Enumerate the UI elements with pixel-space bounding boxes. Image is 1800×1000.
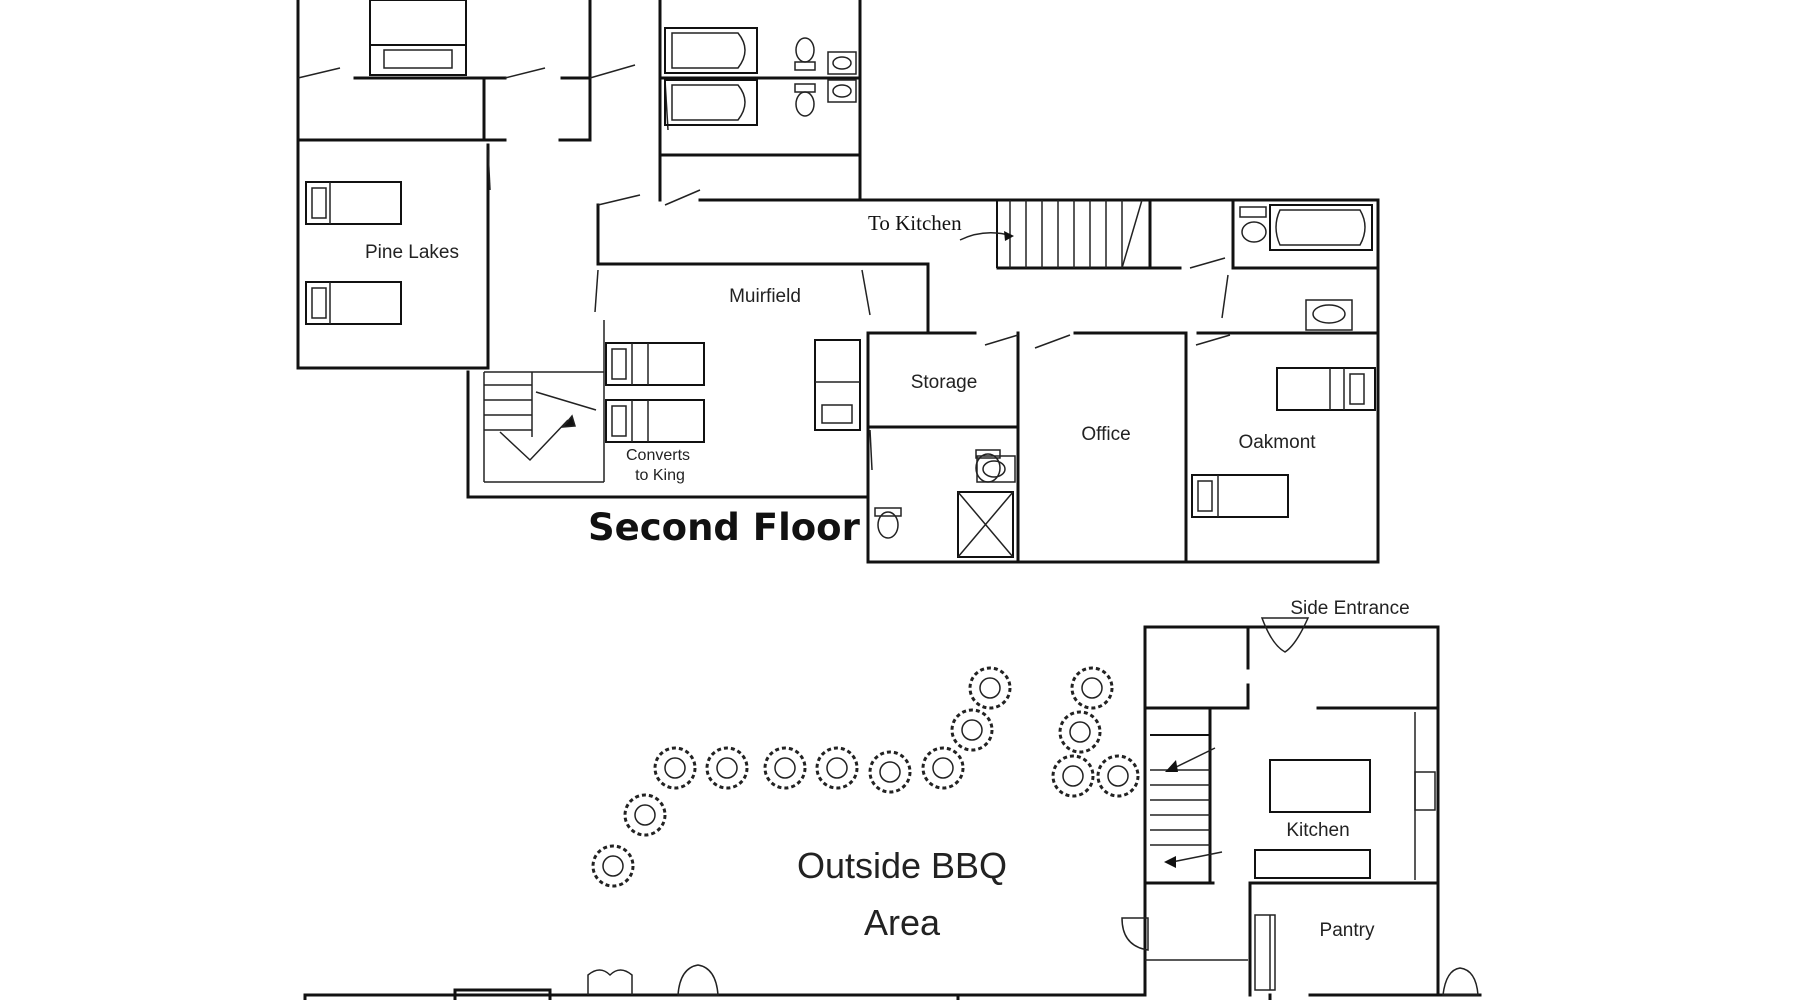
ground-floor-walls (303, 625, 1482, 1000)
sink-icon (1305, 299, 1353, 331)
room-label-pine-lakes: Pine Lakes (365, 242, 459, 263)
room-label-storage: Storage (911, 372, 978, 393)
bed-pine-lakes-1-icon (305, 181, 402, 225)
staircase-to-kitchen (959, 199, 1143, 269)
beds (305, 0, 1376, 518)
door-swings (297, 64, 1231, 471)
room-label-kitchen: Kitchen (1286, 820, 1349, 841)
tree-row (591, 666, 1140, 888)
bathtub-icon (664, 79, 758, 126)
bed-oakmont-1-icon (1276, 367, 1376, 411)
bed-pine-lakes-2-icon (305, 281, 402, 325)
note-converts-line2: to King (635, 467, 685, 484)
room-label-pantry: Pantry (1320, 920, 1375, 941)
side-entrance-door-icon (1260, 617, 1310, 653)
sink-icon (976, 455, 1016, 483)
bed-muirfield-1-icon (605, 342, 705, 386)
kitchen-fixtures (1145, 759, 1371, 961)
second-floor-walls (296, 0, 1380, 564)
staircase-ground-floor (1150, 734, 1223, 868)
bath-fixtures (664, 27, 1373, 558)
tree-icon (1096, 754, 1140, 798)
shower-icon (957, 491, 1014, 558)
sink-icon (827, 79, 857, 103)
tree-icon (653, 746, 697, 790)
exterior-doors (587, 617, 1479, 996)
tree-icon (1058, 710, 1102, 754)
kitchen-counter (1254, 849, 1371, 879)
bed-muirfield-2-icon (605, 399, 705, 443)
toilet-icon (1239, 206, 1267, 243)
stair-label-to-kitchen: To Kitchen (868, 211, 962, 235)
toilet-icon (874, 507, 902, 539)
note-converts-line1: Converts (626, 447, 690, 464)
tree-icon (1070, 666, 1114, 710)
room-label-office: Office (1081, 424, 1130, 445)
tree-icon (868, 750, 912, 794)
tree-icon (623, 793, 667, 837)
floor-title: Second Floor (588, 506, 861, 549)
staircase-second-floor (484, 384, 597, 462)
tree-icon (591, 844, 635, 888)
kitchen-island (1269, 759, 1371, 813)
room-label-oakmont: Oakmont (1238, 432, 1316, 453)
bathtub-icon (1269, 204, 1373, 251)
tree-icon (1051, 754, 1095, 798)
label-side-entrance: Side Entrance (1290, 598, 1409, 619)
area-label-bbq-line1: Outside BBQ (797, 845, 1007, 886)
tree-icon (705, 746, 749, 790)
room-label-muirfield: Muirfield (729, 286, 801, 307)
tree-icon (921, 746, 965, 790)
bed-top-room-icon (369, 0, 467, 76)
tree-icon (763, 746, 807, 790)
bed-muirfield-3-icon (814, 339, 861, 431)
toilet-icon (794, 37, 816, 71)
tree-icon (815, 746, 859, 790)
tree-icon (968, 666, 1012, 710)
bed-oakmont-2-icon (1191, 474, 1289, 518)
sink-icon (827, 51, 857, 75)
tree-icon (950, 708, 994, 752)
bathtub-icon (664, 27, 758, 74)
toilet-icon (794, 83, 816, 117)
area-label-bbq-line2: Area (864, 902, 941, 943)
